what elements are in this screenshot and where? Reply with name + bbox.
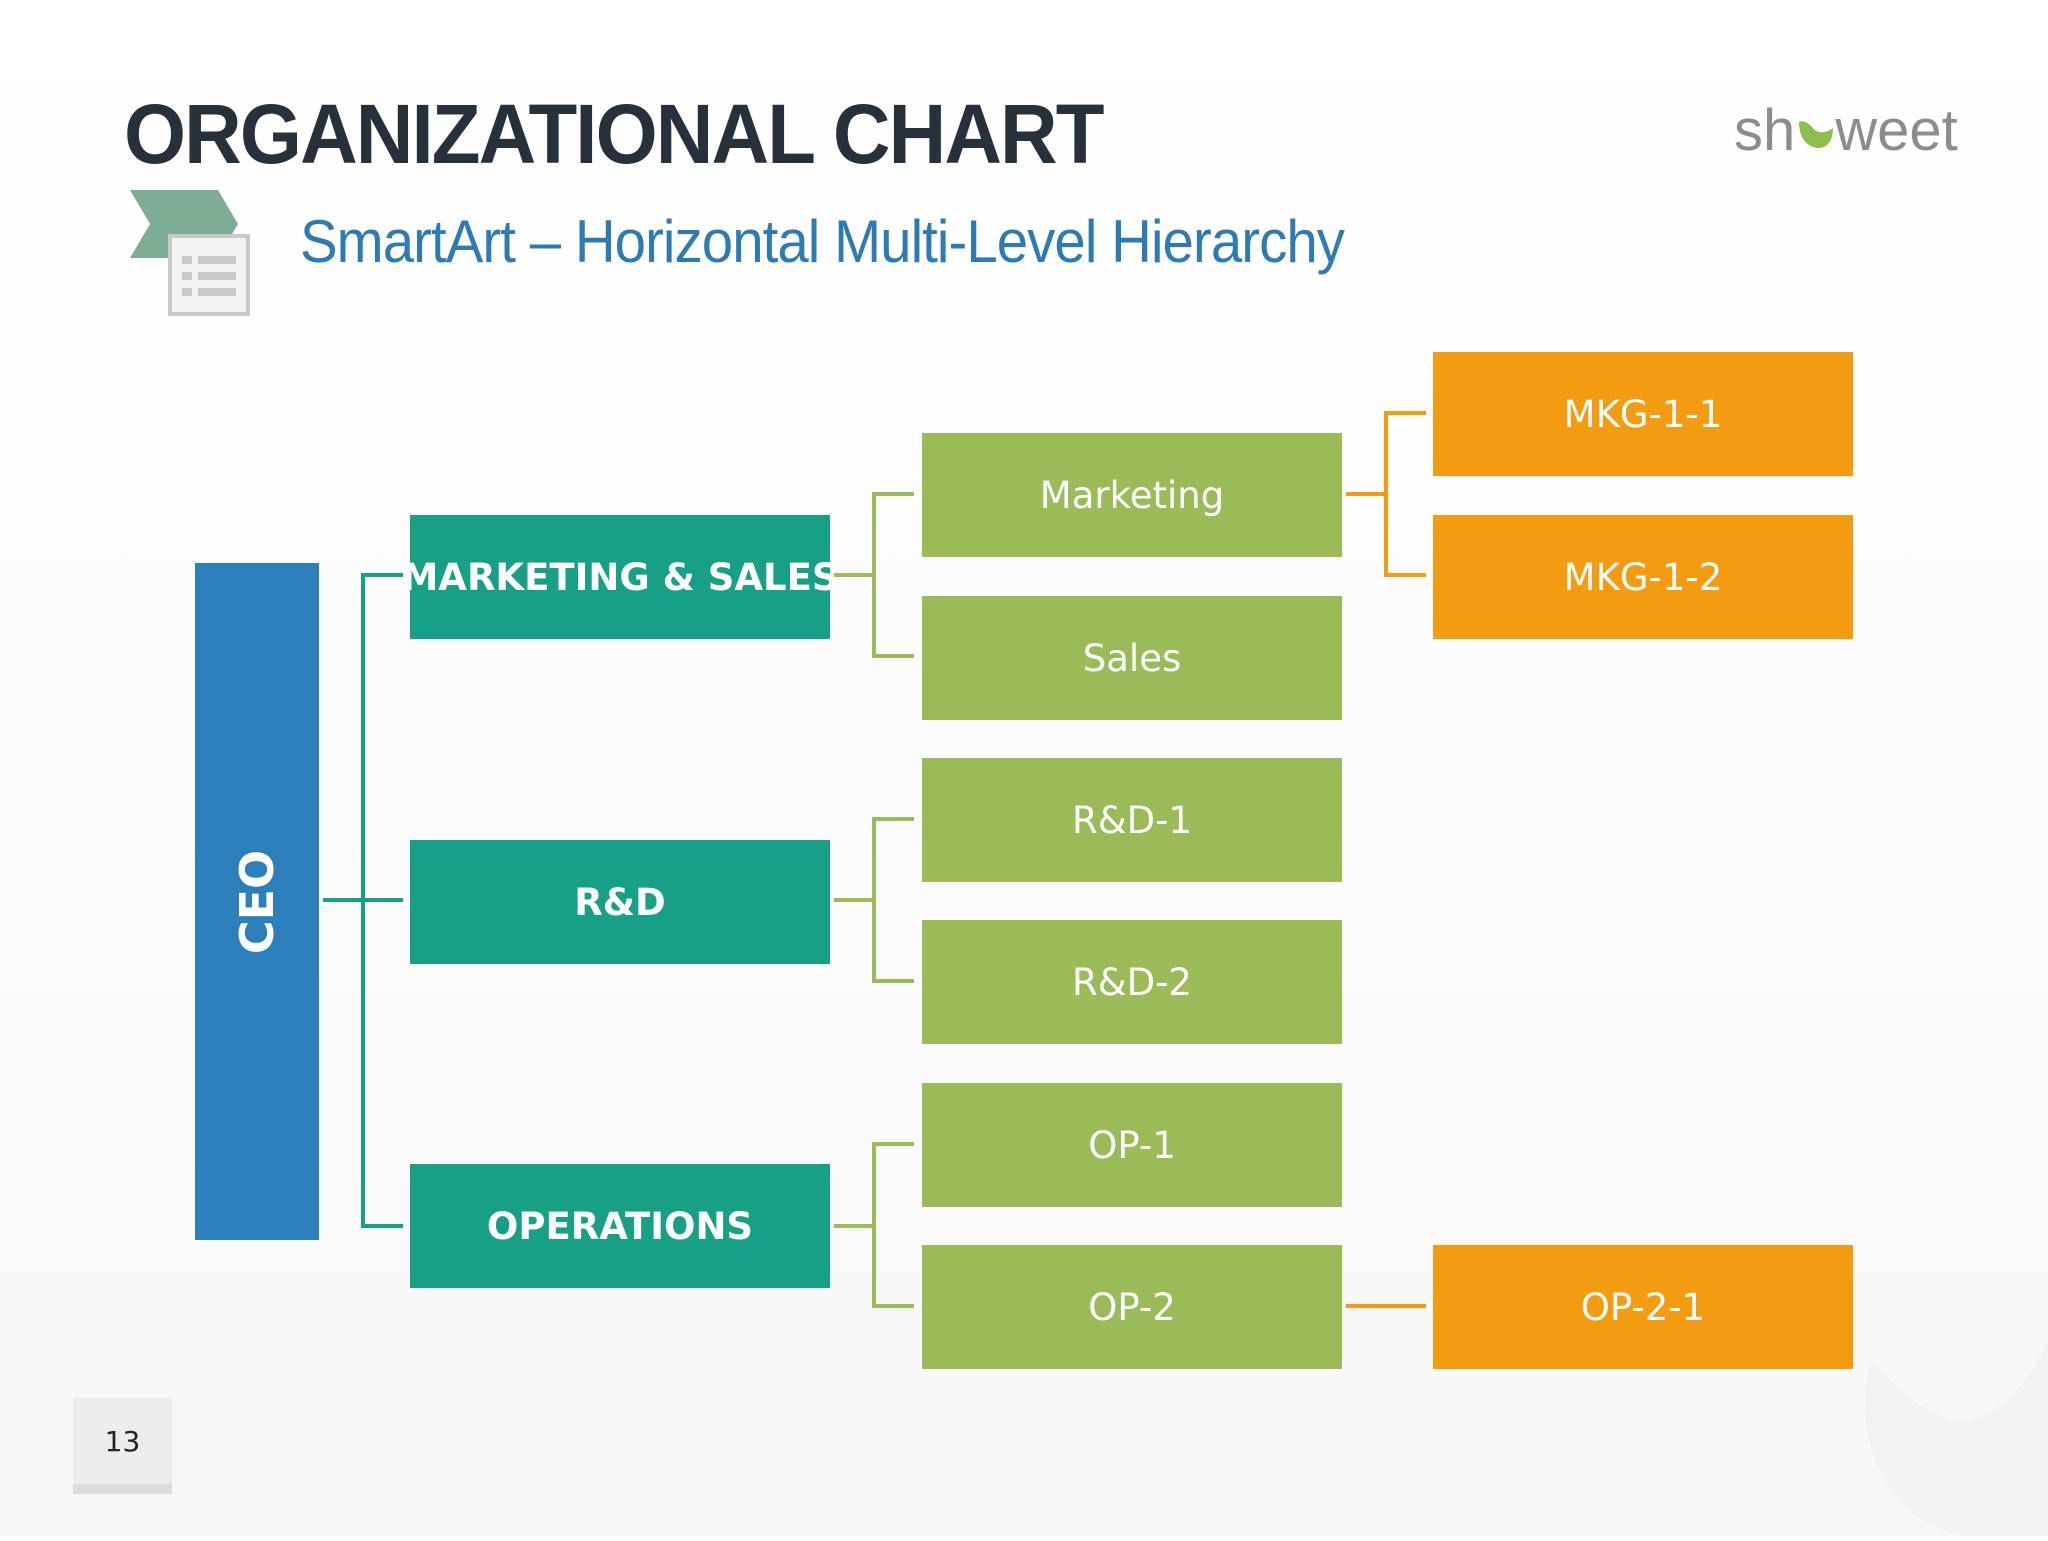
page-title: ORGANIZATIONAL CHART (124, 87, 1105, 181)
operations-connector (834, 1142, 914, 1308)
page-subtitle: SmartArt – Horizontal Multi-Level Hierar… (300, 208, 1345, 275)
node-op-2-1: OP-2-1 (1433, 1245, 1853, 1369)
node-rnd-2: R&D-2 (922, 920, 1342, 1044)
page-number: 13 (73, 1398, 172, 1494)
node-marketing-sales: MARKETING & SALES (401, 515, 839, 639)
marketing-connector (1346, 411, 1426, 577)
node-rnd-1: R&D-1 (922, 758, 1342, 882)
node-sales: Sales (922, 596, 1342, 720)
leaf-watermark-icon (1830, 1320, 2048, 1541)
node-op-1: OP-1 (922, 1083, 1342, 1207)
node-rnd: R&D (410, 840, 830, 964)
leaf-icon (1795, 102, 1835, 148)
logo-text-start: sh (1734, 98, 1796, 163)
ceo-box: CEO (195, 563, 319, 1240)
rnd-connector (834, 817, 914, 983)
document-list-icon (126, 190, 256, 323)
node-mkg-1-2: MKG-1-2 (1433, 515, 1853, 639)
node-mkg-1-1: MKG-1-1 (1433, 352, 1853, 476)
node-marketing: Marketing (922, 433, 1342, 557)
ceo-connector (323, 573, 403, 1228)
ceo-label: CEO (230, 849, 284, 954)
node-op-2: OP-2 (922, 1245, 1342, 1369)
node-operations: OPERATIONS (410, 1164, 830, 1288)
logo-text-end: weet (1835, 98, 1958, 163)
marketing-sales-connector (834, 492, 914, 658)
